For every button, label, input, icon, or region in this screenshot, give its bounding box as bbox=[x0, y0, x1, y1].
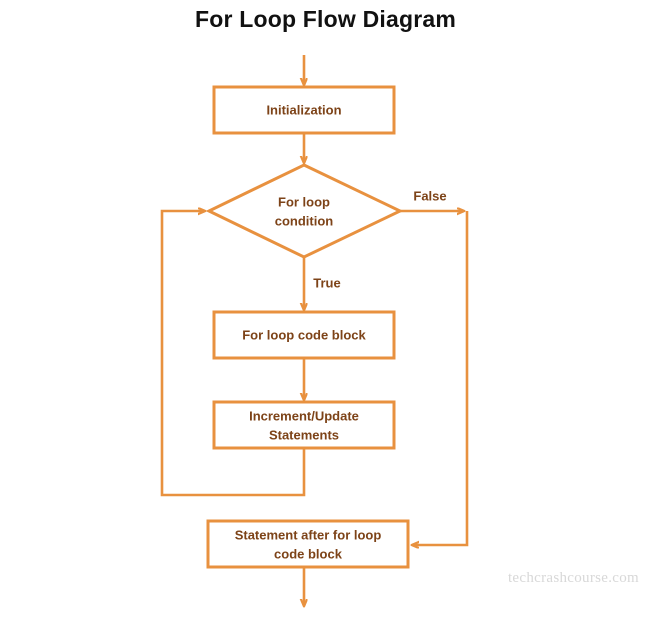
node-condition-label-line1: For loop bbox=[278, 194, 330, 209]
node-initialization-label: Initialization bbox=[266, 102, 341, 117]
node-condition-label-line2: condition bbox=[275, 213, 334, 228]
node-code-block-label: For loop code block bbox=[242, 327, 366, 342]
node-increment-label-line1: Increment/Update bbox=[249, 408, 359, 423]
edge-false-to-after-loop bbox=[412, 211, 469, 545]
watermark: techcrashcourse.com bbox=[507, 570, 639, 586]
edge-label-false: False bbox=[413, 188, 446, 203]
edge-label-true: True bbox=[313, 275, 340, 290]
node-increment-label-line2: Statements bbox=[269, 427, 339, 442]
node-after-loop-label-line2: code block bbox=[274, 546, 343, 561]
node-after-loop-label-line1: Statement after for loop bbox=[235, 527, 382, 542]
node-increment[interactable] bbox=[212, 400, 396, 450]
node-code-block[interactable] bbox=[212, 310, 396, 360]
node-initialization[interactable] bbox=[212, 85, 396, 135]
node-condition[interactable] bbox=[205, 163, 404, 259]
node-after-loop[interactable] bbox=[206, 519, 410, 569]
page-title: For Loop Flow Diagram bbox=[194, 6, 457, 32]
edge-increment-loopback bbox=[160, 211, 306, 497]
